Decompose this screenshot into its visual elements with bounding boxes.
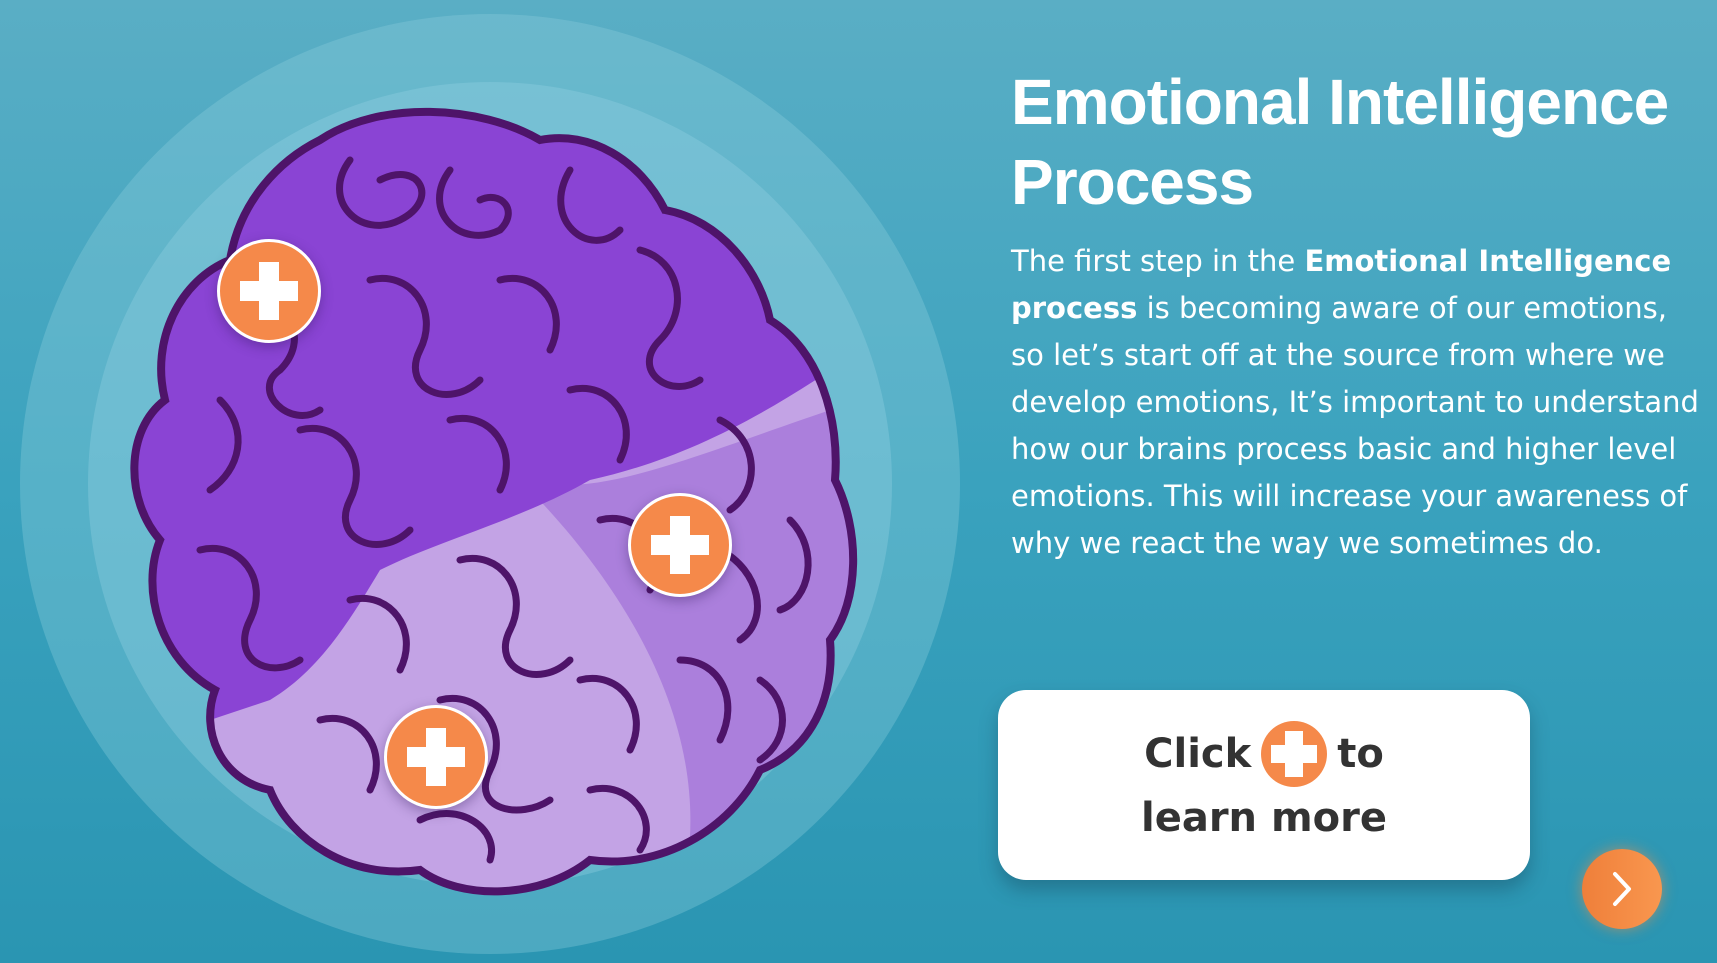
brain-illustration: [130, 107, 858, 896]
instruction-learn-more-text: learn more: [1141, 795, 1387, 841]
hotspot-right[interactable]: [628, 493, 732, 597]
instruction-click-text: Click: [1144, 731, 1252, 777]
instruction-to-text: to: [1337, 731, 1384, 777]
title-line-2: Process: [1011, 146, 1254, 218]
plus-icon-bar: [240, 281, 298, 301]
body-intro: The first step in the: [1011, 244, 1305, 278]
instruction-card: Click to learn more: [998, 690, 1530, 880]
plus-icon-bar: [1271, 745, 1318, 763]
plus-icon-bar: [407, 747, 465, 767]
instruction-line-1: Click to: [1144, 721, 1384, 787]
hotspot-top-left[interactable]: [217, 239, 321, 343]
plus-icon-bar: [651, 535, 709, 555]
hotspot-bottom[interactable]: [384, 705, 488, 809]
body-rest: is becoming aware of our emotions, so le…: [1011, 291, 1699, 560]
next-slide-button[interactable]: [1582, 849, 1662, 929]
body-bold-term: Emotional Intelligence process: [1011, 244, 1672, 325]
chevron-right-icon: [1613, 872, 1631, 906]
plus-icon: [1261, 721, 1328, 787]
instruction-line-2: learn more: [1141, 787, 1387, 849]
slide-body-text: The first step in the Emotional Intellig…: [1011, 238, 1701, 567]
title-line-1: Emotional Intelligence: [1011, 66, 1669, 138]
slide-title: Emotional Intelligence Process: [1011, 62, 1691, 222]
